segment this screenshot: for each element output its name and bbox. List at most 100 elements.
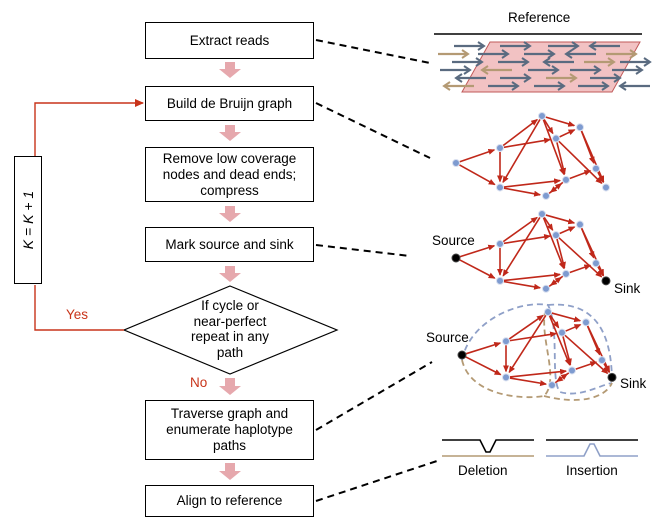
- source-label-1: Source: [432, 233, 475, 248]
- source-node: [451, 253, 461, 263]
- read-arrow: [442, 81, 474, 91]
- graph-edge: [503, 187, 542, 197]
- graph-edge: [509, 331, 558, 342]
- graph-edge: [556, 238, 566, 269]
- graph-edge: [508, 314, 544, 340]
- graph-source-sink: [451, 210, 611, 293]
- graph-edge: [459, 149, 496, 163]
- graph-edge: [459, 244, 496, 258]
- graph-node: [544, 308, 552, 316]
- loop-top-line: [34, 99, 144, 156]
- graph-edge: [580, 227, 605, 277]
- build-graph-box: Build de Bruijn graph: [145, 86, 314, 121]
- build-graph-label: Build de Bruijn graph: [166, 95, 293, 111]
- graph-node: [496, 239, 504, 248]
- graph-edge: [562, 336, 572, 366]
- graph-edge: [548, 276, 562, 288]
- read-arrow: [588, 41, 620, 51]
- graph-edge: [569, 264, 592, 274]
- read-arrow: [612, 65, 644, 75]
- graph-node: [582, 318, 590, 327]
- graph-edge: [543, 216, 554, 231]
- flow-arrows: [219, 62, 241, 480]
- decision-line-2: near-perfect: [193, 313, 267, 329]
- sink-label-1: Sink: [614, 281, 641, 296]
- graph-edge: [558, 237, 603, 278]
- graph-de-bruijn: [452, 112, 610, 200]
- graph-edge: [569, 170, 592, 180]
- k-increment-box: [14, 156, 42, 284]
- graph-node: [602, 183, 610, 192]
- graph-edge: [503, 178, 562, 188]
- graph-node: [542, 284, 550, 293]
- graph-edge: [564, 334, 609, 375]
- graph-node: [568, 366, 576, 375]
- graph-edge: [503, 272, 562, 282]
- read-arrow: [528, 65, 560, 75]
- decision-line-3: repeat in any: [190, 329, 270, 344]
- read-arrow: [488, 81, 520, 91]
- graph-node: [542, 191, 550, 200]
- insertion-label: Insertion: [566, 463, 618, 478]
- graph-node: [538, 210, 546, 218]
- read-arrow: [546, 73, 578, 83]
- graph-edge: [559, 226, 576, 235]
- graph-edge: [509, 377, 548, 387]
- graph-edge: [545, 116, 576, 127]
- graph-edge: [503, 137, 552, 149]
- read-arrow: [534, 81, 566, 91]
- flow-arrow-3: [219, 206, 241, 222]
- read-arrow: [500, 73, 532, 83]
- extract-reads-box: Extract reads: [145, 22, 314, 59]
- graph-edge: [565, 323, 582, 332]
- align-reference-box: Align to reference: [145, 485, 314, 517]
- read-arrow: [570, 65, 602, 75]
- read-arrow: [618, 81, 650, 91]
- graph-node: [552, 134, 560, 143]
- graph-edge: [502, 216, 538, 243]
- sink-node: [607, 372, 617, 382]
- graph-edge: [459, 259, 496, 279]
- remove-low-line-2: nodes and dead ends;: [162, 166, 297, 182]
- haplotype-path-tan: [461, 311, 552, 399]
- remove-low-line-1: Remove low coverage: [162, 150, 297, 166]
- read-arrow: [452, 57, 484, 67]
- read-arrow: [478, 49, 510, 59]
- read-arrow: [438, 49, 470, 59]
- traverse-line-1: Traverse graph and: [170, 406, 289, 421]
- graph-edge: [503, 280, 542, 290]
- haplotype-path-tan-lower: [543, 382, 613, 401]
- read-arrow: [590, 73, 622, 83]
- traverse-graph-box: Traverse graph and enumerate haplotype p…: [145, 400, 314, 460]
- graph-node: [548, 381, 556, 390]
- read-arrow: [542, 57, 574, 67]
- read-arrow: [454, 41, 486, 51]
- graph-edge: [586, 325, 611, 373]
- align-reference-label: Align to reference: [176, 493, 283, 508]
- graph-edge: [559, 129, 576, 138]
- read-arrow: [548, 41, 580, 51]
- graph-node: [592, 164, 600, 173]
- remove-low-line-3: compress: [200, 182, 259, 198]
- deletion-schematic: [442, 439, 534, 457]
- decision-text: If cycle or near-perfect repeat in any p…: [170, 298, 290, 360]
- flow-arrow-2: [219, 125, 241, 141]
- read-arrow: [564, 49, 596, 59]
- insertion-schematic: [546, 439, 638, 457]
- sink-label-2: Sink: [620, 376, 647, 391]
- graph-edge: [549, 314, 560, 329]
- flow-arrow-5: [219, 378, 241, 395]
- graph-node: [562, 175, 570, 184]
- read-arrow: [578, 81, 610, 91]
- graph-node: [496, 143, 504, 152]
- flow-arrow-6: [219, 463, 241, 480]
- graph-edge: [502, 118, 539, 147]
- graph-edge: [554, 373, 568, 384]
- graph-edge: [542, 119, 565, 176]
- flow-arrow-1: [219, 62, 241, 78]
- graph-edge: [556, 142, 567, 176]
- mark-source-sink-label: Mark source and sink: [165, 236, 294, 252]
- graph-node: [502, 337, 510, 346]
- graph-edge: [465, 341, 502, 355]
- reference-title: Reference: [508, 10, 571, 25]
